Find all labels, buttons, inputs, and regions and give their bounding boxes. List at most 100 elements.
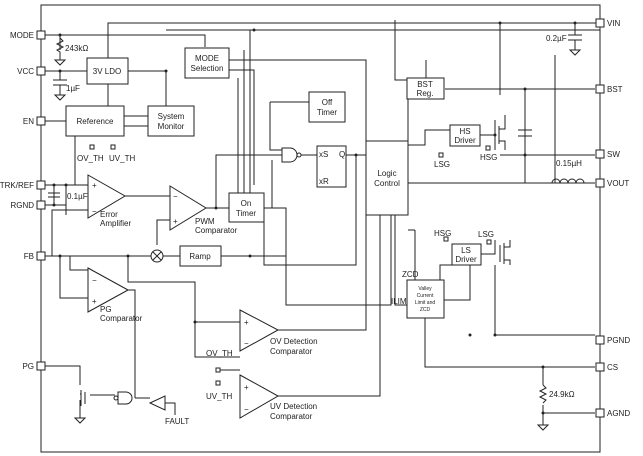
pin-rgnd[interactable] <box>36 200 46 210</box>
pin-fb-label: FB <box>24 252 34 261</box>
hs-driver-label-1: HS <box>459 127 470 136</box>
latch-s-label: xS <box>319 150 328 159</box>
pin-vcc-label: VCC <box>17 67 34 76</box>
cs-resistor-icon <box>536 384 550 431</box>
trk-capacitor-icon <box>48 192 60 198</box>
inductor-label: 0.15µH <box>556 159 582 168</box>
ov-th-node <box>89 144 95 150</box>
pin-pgnd[interactable] <box>595 335 605 345</box>
pg-nand-gate <box>113 391 133 405</box>
lsg-node <box>438 152 444 158</box>
block-off-timer: Off Timer <box>308 91 346 123</box>
pin-pg[interactable] <box>36 361 46 371</box>
ea-minus: − <box>92 207 97 216</box>
pin-agnd[interactable] <box>595 408 605 418</box>
block-system-monitor: System Monitor <box>147 105 195 137</box>
uv-label-1: UV Detection <box>270 402 317 411</box>
mode-resistor-icon <box>53 37 67 66</box>
uv-plus: + <box>244 383 249 392</box>
ov-plus: + <box>244 318 249 327</box>
pin-vcc[interactable] <box>36 66 46 76</box>
ea-plus: + <box>92 181 97 190</box>
pin-pg-label: PG <box>22 362 34 371</box>
ilim-label: ILIM <box>391 297 407 306</box>
pin-sw[interactable] <box>595 149 605 159</box>
pin-cs[interactable] <box>595 362 605 372</box>
mode-sel-label-1: MODE <box>195 54 219 63</box>
logic-label-1: Logic <box>377 169 396 178</box>
lsg2-label: LSG <box>478 230 494 239</box>
hsg2-node <box>443 236 449 242</box>
pin-bst[interactable] <box>595 84 605 94</box>
fault-buffer-icon <box>148 395 166 411</box>
valley-label-2: Current <box>417 293 434 299</box>
block-ldo: 3V LDO <box>86 57 129 85</box>
uv-label-2: Comparator <box>270 412 313 421</box>
mode-resistor-label: 243kΩ <box>65 44 88 53</box>
hs-mosfet-icon <box>494 115 506 150</box>
hs-driver-label-2: Driver <box>454 136 476 145</box>
logic-label-2: Control <box>374 179 400 188</box>
nand-gate <box>281 147 302 163</box>
pin-sw-label: SW <box>607 150 620 159</box>
block-bst-reg: BST Reg. <box>406 77 445 100</box>
ls-driver-label-2: Driver <box>455 255 477 264</box>
cs-resistor-label: 24.9kΩ <box>549 390 575 399</box>
block-logic-control: Logic Control <box>365 140 409 216</box>
pin-cs-label: CS <box>607 363 618 372</box>
hsg-node <box>485 145 491 151</box>
pin-vin[interactable] <box>595 18 605 28</box>
pg-label-1: PG <box>100 305 112 314</box>
ov-label-2: Comparator <box>270 347 313 356</box>
vin-cap-label: 0.2µF <box>546 34 567 43</box>
ramp-label: Ramp <box>189 252 211 261</box>
lsg2-node <box>486 239 492 245</box>
pg-mosfet-icon <box>73 390 87 424</box>
uv-detection-comparator: + − UV Detection Comparator <box>239 374 317 421</box>
pin-agnd-label: AGND <box>607 409 630 418</box>
sys-mon-label-1: System <box>158 112 185 121</box>
inductor-icon <box>551 178 585 184</box>
trk-cap-label: 0.1µF <box>67 192 88 201</box>
vin-capacitor-icon <box>568 23 582 56</box>
bootstrap-capacitor-icon <box>518 129 532 137</box>
valley-label-1: Valley <box>418 286 432 292</box>
block-ramp: Ramp <box>179 245 222 267</box>
block-mode-selection: MODE Selection <box>184 47 230 79</box>
pin-en[interactable] <box>36 116 46 126</box>
sr-latch: xS xR Q <box>316 145 347 188</box>
pin-trk-ref[interactable] <box>36 180 46 190</box>
ls-mosfet-icon <box>499 240 511 265</box>
pwm-minus: − <box>173 192 178 201</box>
pin-mode-label: MODE <box>10 31 34 40</box>
pin-fb[interactable] <box>36 251 46 261</box>
block-on-timer: On Timer <box>228 192 265 223</box>
ov-th2-label: OV_TH <box>206 349 233 358</box>
uv-th2-label: UV_TH <box>206 392 232 401</box>
vcc-cap-label: 1µF <box>66 84 80 93</box>
hsg-label: HSG <box>480 153 497 162</box>
ls-driver-label-1: LS <box>461 246 471 255</box>
valley-label-4: ZCD <box>420 307 431 313</box>
pin-vout[interactable] <box>595 178 605 188</box>
ea-label-2: Amplifier <box>100 219 131 228</box>
on-timer-label-2: Timer <box>236 209 256 218</box>
latch-r-label: xR <box>319 177 329 186</box>
summing-junction-icon <box>150 249 164 263</box>
bst-reg-label-2: Reg. <box>417 89 434 98</box>
sys-mon-label-2: Monitor <box>158 122 185 131</box>
pin-vin-label: VIN <box>607 19 621 28</box>
ov-label-1: OV Detection <box>270 337 318 346</box>
junction-dots <box>52 21 577 415</box>
pwm-label-2: Comparator <box>195 226 238 235</box>
off-timer-label-2: Timer <box>317 108 337 117</box>
reference-label: Reference <box>77 117 114 126</box>
latch-q-label: Q <box>339 150 345 159</box>
lsg-label: LSG <box>434 160 450 169</box>
pin-mode[interactable] <box>36 30 46 40</box>
ldo-label: 3V LDO <box>93 67 121 76</box>
block-valley-current-limit: Valley Current Limit and ZCD <box>406 279 445 319</box>
fault-label: FAULT <box>165 417 189 426</box>
uv-minus: − <box>244 405 249 414</box>
